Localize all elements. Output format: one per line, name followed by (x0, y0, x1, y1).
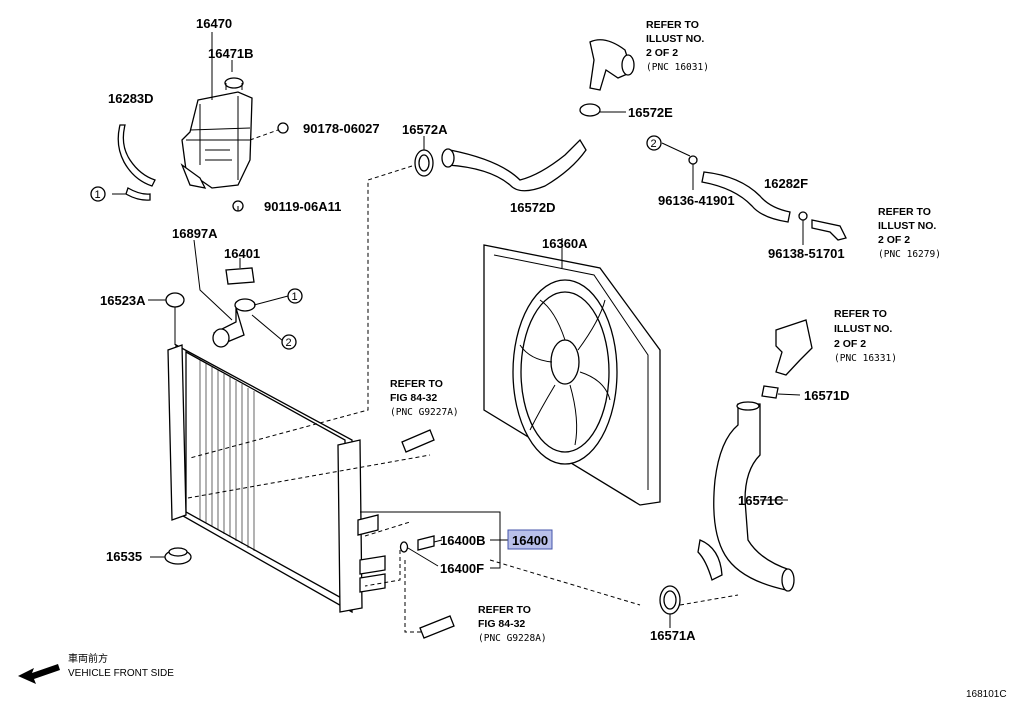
ref-16331: REFER TO ILLUST NO. 2 OF 2 (PNC 16331) (834, 308, 897, 364)
ref-g9227a: REFER TO FIG 84-32 (PNC G9227A) (390, 378, 459, 418)
clamp-16571a (659, 585, 681, 628)
label-16470: 16470 (196, 16, 232, 31)
label-16523a: 16523A (100, 293, 146, 308)
ref-16031: REFER TO ILLUST NO. 2 OF 2 (PNC 16031) (646, 19, 709, 73)
ref-16031-line4: (PNC 16031) (646, 62, 709, 73)
label-16283d: 16283D (108, 91, 154, 106)
bolt-90119 (232, 200, 244, 212)
radiator-core (167, 343, 386, 614)
ref-16331-line4: (PNC 16331) (834, 353, 897, 364)
ref-g9228a-line1: REFER TO (478, 604, 531, 616)
front-arrow-icon (18, 664, 60, 684)
hose-g9228a (419, 615, 455, 639)
label-96138: 96138-51701 (768, 246, 845, 261)
label-16571d: 16571D (804, 388, 850, 403)
label-16400: 16400 (512, 533, 548, 548)
filler-neck-16897a (193, 239, 289, 348)
label-16400f: 16400F (440, 561, 484, 576)
ref-g9227a-line3: (PNC G9227A) (390, 407, 459, 418)
label-16471b: 16471B (208, 46, 254, 61)
clamp-16572e (579, 103, 626, 117)
label-16282f: 16282F (764, 176, 808, 191)
label-16572d: 16572D (510, 200, 556, 215)
water-inlet-16331 (775, 319, 813, 376)
ref-16331-line2: ILLUST NO. (834, 323, 892, 335)
reservoir-tank (180, 77, 253, 189)
label-16572a: 16572A (402, 122, 448, 137)
ref-g9228a-line3: (PNC G9228A) (478, 633, 547, 644)
callout-2-neck (281, 334, 297, 350)
ref-g9227a-line2: FIG 84-32 (390, 392, 437, 404)
label-16571a: 16571A (650, 628, 696, 643)
ref-16331-line1: REFER TO (834, 308, 887, 320)
front-label-jp: 車両前方 (68, 652, 108, 665)
label-16401: 16401 (224, 246, 260, 261)
water-outlet-16031 (589, 39, 635, 91)
ref-16279-line3: 2 OF 2 (878, 234, 910, 246)
label-90119: 90119-06A11 (264, 199, 341, 214)
highlight-16400 (507, 529, 553, 550)
illustration-id: 168101C (966, 689, 1007, 700)
ref-g9227a-line1: REFER TO (390, 378, 443, 390)
callout-markers: 1 1 2 2 (90, 135, 662, 350)
callout-2-neck-label: 2 (286, 337, 292, 349)
ref-16279-line2: ILLUST NO. (878, 220, 936, 232)
ref-16279-line4: (PNC 16279) (878, 249, 941, 260)
hose-g9227a (401, 429, 435, 453)
callout-2-bypass (646, 135, 662, 151)
hose-16283d (112, 124, 156, 201)
front-label-en: VEHICLE FRONT SIDE (68, 668, 174, 679)
drain-plug-16400b (417, 535, 435, 551)
label-16400b: 16400B (440, 533, 486, 548)
callout-1-neck-label: 1 (292, 291, 298, 303)
ref-16331-line3: 2 OF 2 (834, 338, 866, 350)
label-96136: 96136-41901 (658, 193, 735, 208)
ref-g9228a: REFER TO FIG 84-32 (PNC G9228A) (478, 604, 547, 644)
vehicle-front-indicator: 車両前方 VEHICLE FRONT SIDE (18, 652, 174, 684)
lower-hose-16571c (697, 401, 795, 592)
ref-16279-line1: REFER TO (878, 206, 931, 218)
bolt-90178 (249, 122, 289, 141)
label-16360a: 16360A (542, 236, 588, 251)
ref-g9228a-line2: FIG 84-32 (478, 618, 525, 630)
ref-16279: REFER TO ILLUST NO. 2 OF 2 (PNC 16279) (878, 206, 941, 260)
cushion-16535 (150, 547, 192, 565)
cushion-16523a (148, 292, 185, 345)
callout-2-bypass-label: 2 (651, 138, 657, 150)
label-16535: 16535 (106, 549, 142, 564)
label-16897a: 16897A (172, 226, 218, 241)
label-16571c: 16571C (738, 493, 784, 508)
upper-hose-16572d (441, 138, 587, 192)
callout-1-hose-label: 1 (95, 189, 101, 201)
part-labels: 16470 16471B 16283D 90178-06027 90119-06… (100, 16, 850, 643)
clamp-16572a (414, 136, 434, 177)
callout-1-hose (90, 186, 106, 202)
bypass-hose-16282f (661, 142, 847, 245)
fan-shroud (483, 238, 661, 506)
clamp-16571d (761, 385, 801, 399)
label-16572e: 16572E (628, 105, 673, 120)
ref-16031-line3: 2 OF 2 (646, 47, 678, 59)
ref-16031-line2: ILLUST NO. (646, 33, 704, 45)
ref-16031-line1: REFER TO (646, 19, 699, 31)
radiator-cap (225, 258, 255, 285)
o-ring-16400f (399, 541, 409, 553)
callout-1-neck (287, 288, 303, 304)
label-90178: 90178-06027 (303, 121, 380, 136)
